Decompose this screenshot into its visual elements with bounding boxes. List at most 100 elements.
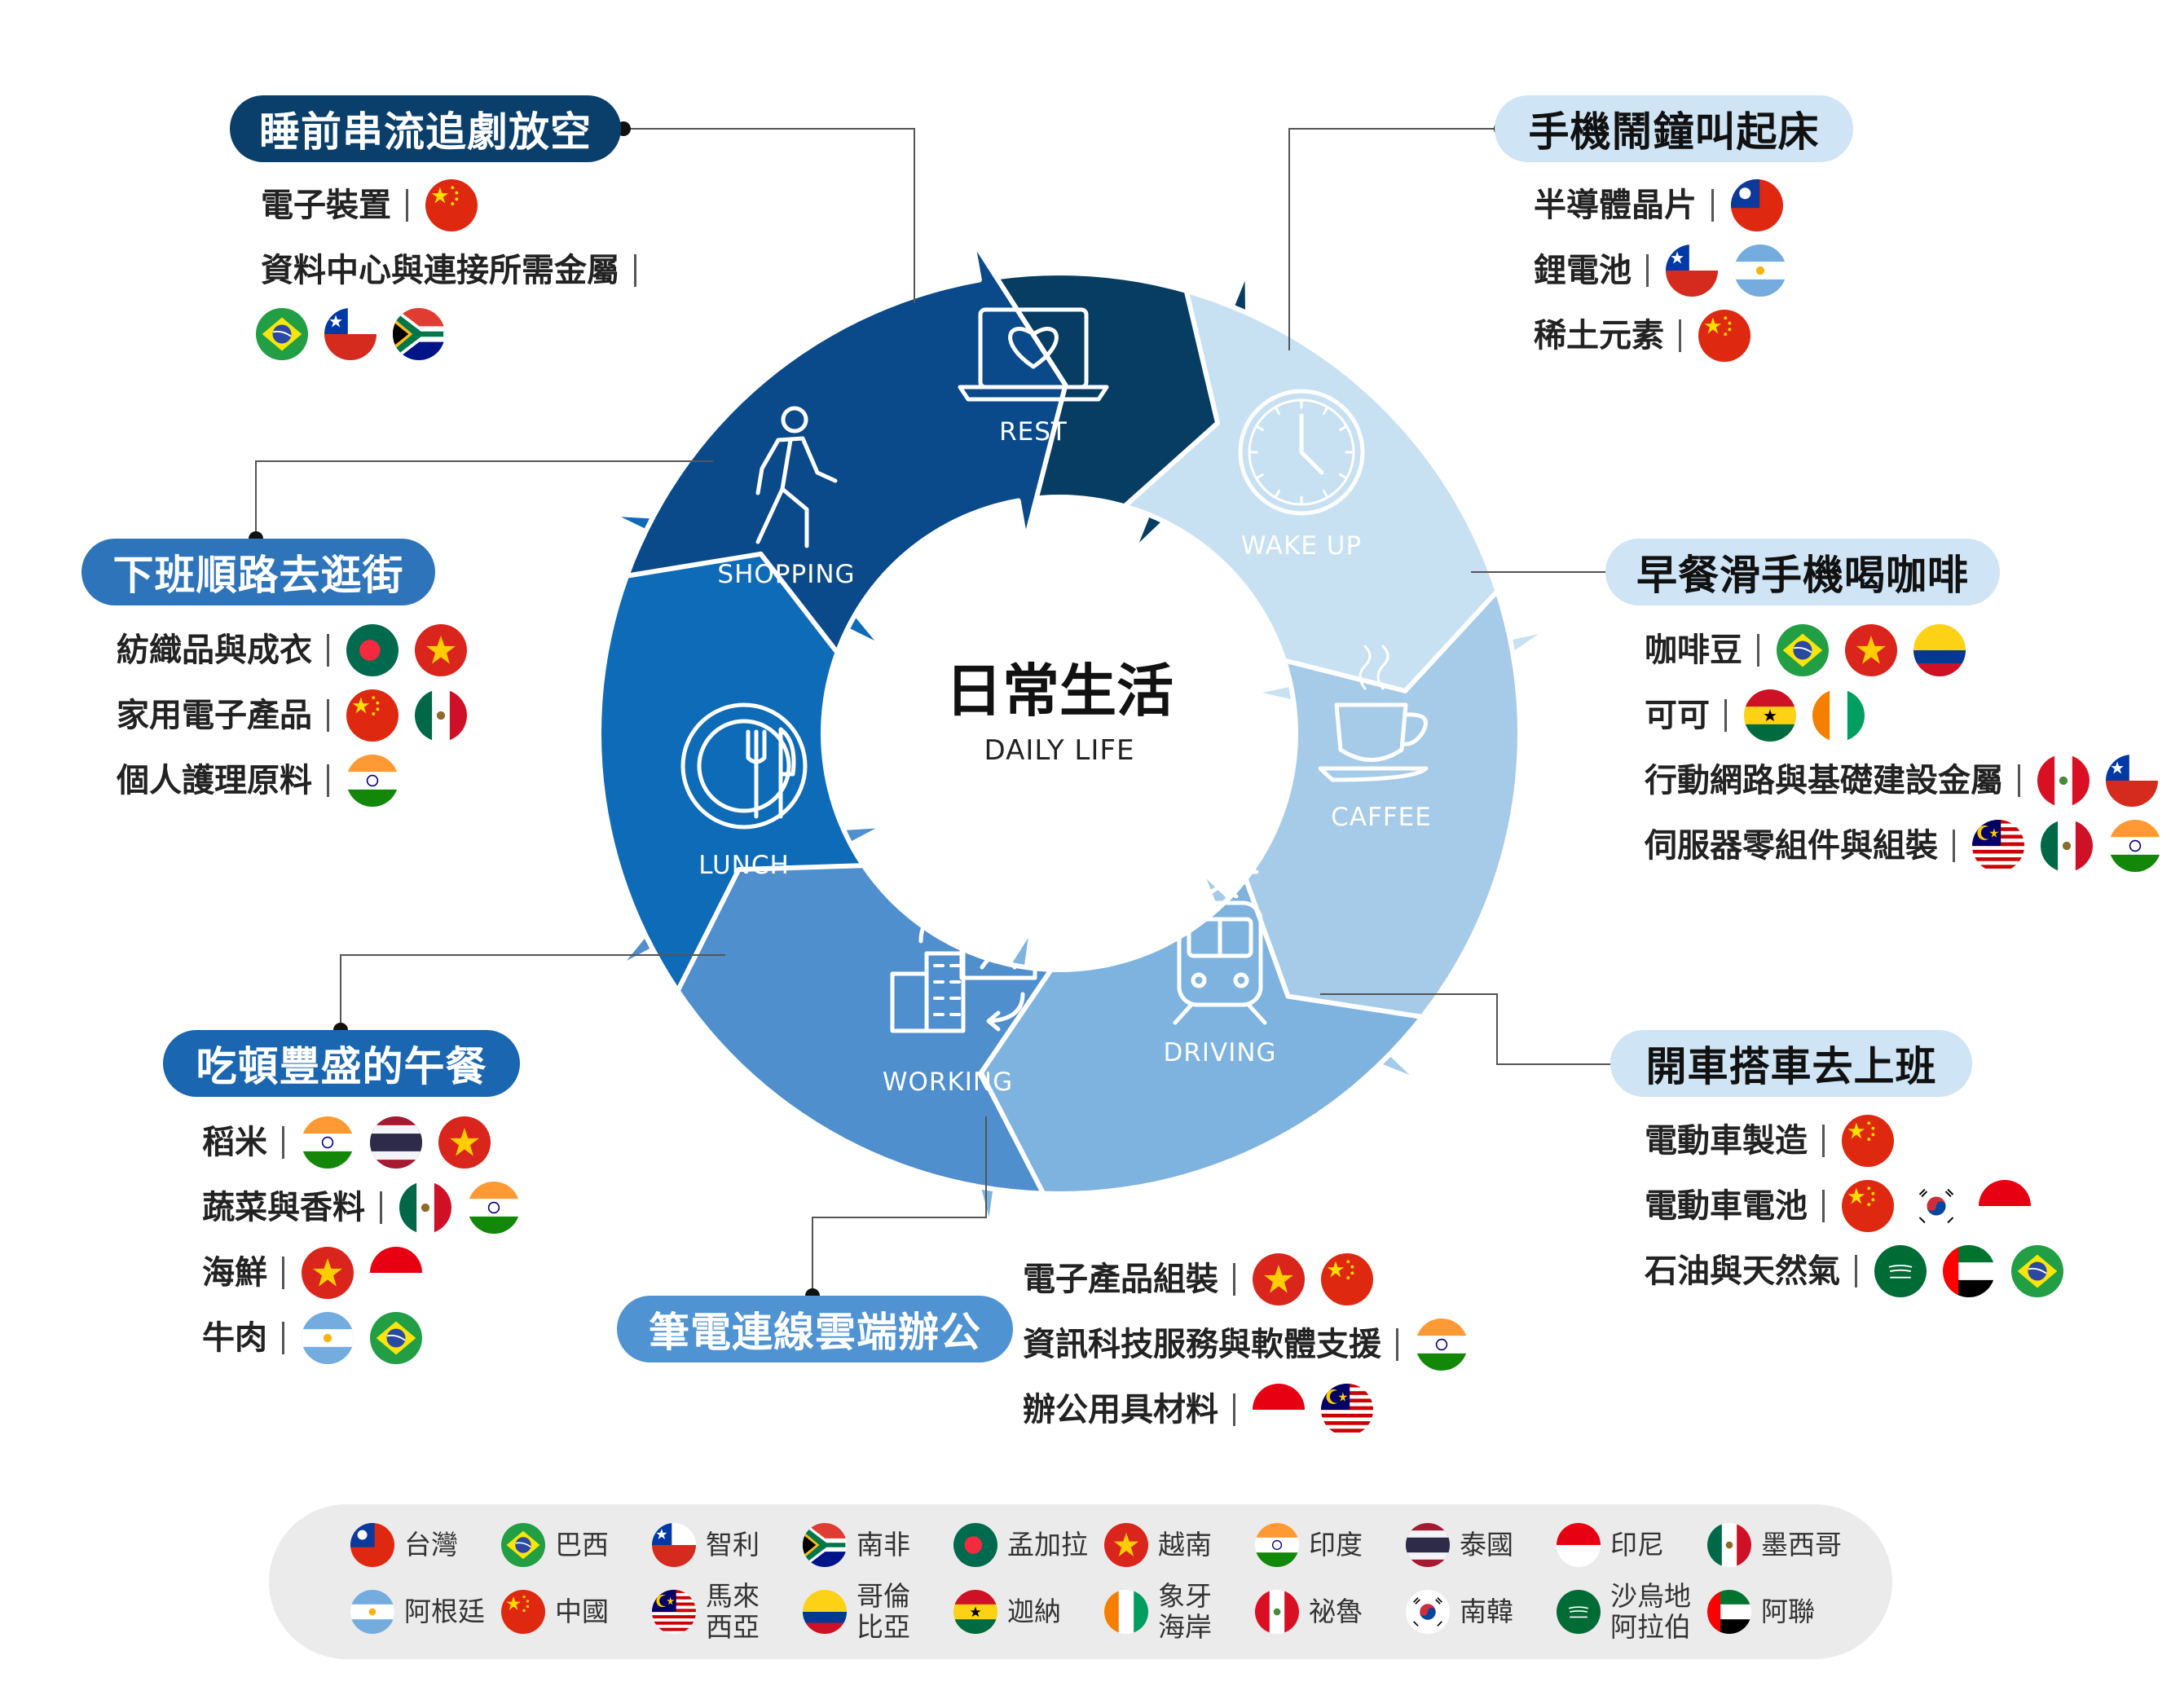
supply-item: 電動車電池 bbox=[1645, 1187, 1808, 1225]
plate-cutlery-icon bbox=[680, 702, 808, 830]
supply-item: 電子產品組裝 bbox=[1023, 1261, 1218, 1298]
flag-vn-icon bbox=[438, 1116, 491, 1169]
item-separator bbox=[1757, 634, 1759, 667]
flag-cn-icon bbox=[1321, 1253, 1373, 1305]
legend-flag-th-icon bbox=[1406, 1523, 1450, 1567]
flag-cn-icon bbox=[1842, 1180, 1894, 1232]
cycle-label-working: WORKING bbox=[883, 1068, 1013, 1097]
item-separator bbox=[1646, 254, 1649, 287]
item-separator bbox=[1953, 830, 1955, 862]
supply-item: 家用電子產品 bbox=[117, 697, 312, 734]
item-separator bbox=[1233, 1393, 1235, 1426]
legend-country-name: 祕魯 bbox=[1309, 1596, 1363, 1627]
legend-country-name: 馬來西亞 bbox=[706, 1580, 760, 1643]
segment-caffee bbox=[1197, 588, 1522, 1085]
item-separator bbox=[327, 764, 329, 797]
supply-item: 稻米 bbox=[202, 1124, 267, 1161]
legend-country-name: 墨西哥 bbox=[1761, 1529, 1842, 1561]
legend-flag-pe-icon bbox=[1255, 1590, 1299, 1634]
legend-flag-co-icon bbox=[803, 1590, 847, 1634]
item-separator bbox=[1679, 319, 1681, 352]
cycle-label-rest: REST bbox=[999, 417, 1068, 447]
flag-cl-icon bbox=[2106, 755, 2158, 807]
supply-item: 資訊科技服務與軟體支援 bbox=[1023, 1326, 1381, 1363]
supply-item: 海鮮 bbox=[202, 1254, 267, 1292]
flag-br-icon bbox=[256, 308, 308, 360]
flag-co-icon bbox=[1913, 624, 1966, 676]
item-separator bbox=[1396, 1328, 1398, 1361]
legend-flag-gh-icon bbox=[953, 1590, 997, 1634]
item-separator bbox=[1855, 1255, 1857, 1288]
supply-item: 稀土元素 bbox=[1534, 317, 1664, 354]
item-separator bbox=[1233, 1263, 1235, 1296]
legend-flag-bd-icon bbox=[953, 1523, 997, 1567]
legend-flag-kr-icon bbox=[1406, 1590, 1450, 1634]
flag-cn-icon bbox=[346, 689, 399, 742]
item-separator bbox=[282, 1126, 284, 1159]
legend-country-name: 阿根廷 bbox=[404, 1596, 485, 1627]
cycle-label-driving: DRIVING bbox=[1163, 1038, 1276, 1068]
legend-country-name: 印度 bbox=[1309, 1529, 1363, 1561]
clock-icon bbox=[1238, 389, 1365, 516]
legend-flag-za-icon bbox=[803, 1523, 847, 1567]
laptop-heart-icon bbox=[958, 307, 1109, 402]
country-legend bbox=[269, 1504, 1892, 1659]
item-separator bbox=[634, 254, 636, 287]
supply-item: 蔬菜與香料 bbox=[202, 1189, 365, 1226]
connector-line bbox=[623, 128, 915, 303]
segment-working bbox=[614, 822, 1054, 1196]
segment-lunch bbox=[597, 511, 887, 993]
supply-item: 資料中心與連接所需金屬 bbox=[261, 252, 619, 289]
item-separator bbox=[327, 634, 329, 667]
legend-country-name: 南非 bbox=[857, 1529, 910, 1561]
cycle-label-lunch: LUNCH bbox=[698, 851, 790, 880]
supply-item: 個人護理原料 bbox=[117, 762, 312, 799]
flag-ci-icon bbox=[1812, 689, 1865, 742]
legend-country-name: 巴西 bbox=[555, 1529, 609, 1561]
flag-br-icon bbox=[2011, 1245, 2063, 1297]
pill-rest: 睡前串流追劇放空 bbox=[230, 95, 621, 162]
flag-id-icon bbox=[1253, 1384, 1305, 1436]
supply-item: 咖啡豆 bbox=[1645, 632, 1742, 669]
item-separator bbox=[1724, 699, 1727, 732]
supply-item: 行動網路與基礎建設金屬 bbox=[1645, 762, 2003, 799]
legend-country-name: 哥倫比亞 bbox=[857, 1580, 910, 1643]
flag-vn-icon bbox=[1253, 1253, 1305, 1305]
flag-cl-icon bbox=[1666, 244, 1718, 297]
flag-cl-icon bbox=[324, 308, 377, 360]
segment-wake bbox=[1121, 288, 1552, 730]
flag-in-icon bbox=[1416, 1318, 1468, 1371]
flag-mx-icon bbox=[399, 1182, 451, 1234]
item-separator bbox=[1822, 1190, 1825, 1222]
connector-line bbox=[340, 954, 725, 1030]
supply-item: 伺服器零組件與組裝 bbox=[1645, 827, 1938, 865]
flag-id-icon bbox=[1979, 1180, 2031, 1232]
pill-working: 筆電連線雲端辦公 bbox=[617, 1296, 1013, 1362]
legend-flag-id-icon bbox=[1557, 1523, 1601, 1567]
coffee-cup-icon bbox=[1318, 645, 1429, 782]
item-separator bbox=[282, 1322, 284, 1354]
item-separator bbox=[1822, 1125, 1825, 1157]
walking-person-icon bbox=[755, 406, 838, 548]
item-separator bbox=[327, 699, 329, 732]
flag-ar-icon bbox=[302, 1312, 354, 1364]
cycle-label-caffee: CAFFEE bbox=[1331, 803, 1432, 832]
connector-line bbox=[812, 1116, 987, 1296]
flag-my-icon bbox=[1321, 1384, 1373, 1436]
supply-item: 電子裝置 bbox=[261, 187, 391, 224]
legend-country-name: 中國 bbox=[555, 1596, 609, 1627]
flag-bd-icon bbox=[346, 624, 399, 676]
pill-shopping: 下班順路去逛街 bbox=[81, 539, 435, 605]
legend-country-name: 迦納 bbox=[1007, 1596, 1061, 1627]
legend-flag-sa-icon bbox=[1557, 1590, 1601, 1634]
connector-line bbox=[1320, 993, 1619, 1065]
supply-item: 紡織品與成衣 bbox=[117, 632, 312, 669]
flag-vn-icon bbox=[302, 1247, 354, 1299]
flag-ae-icon bbox=[1943, 1245, 1995, 1297]
connector-line bbox=[255, 460, 713, 539]
legend-flag-cn-icon bbox=[501, 1590, 545, 1634]
cycle-label-shopping: SHOPPING bbox=[717, 560, 855, 589]
legend-country-name: 智利 bbox=[706, 1529, 760, 1561]
flag-in-icon bbox=[2109, 820, 2161, 872]
legend-country-name: 越南 bbox=[1158, 1529, 1212, 1561]
